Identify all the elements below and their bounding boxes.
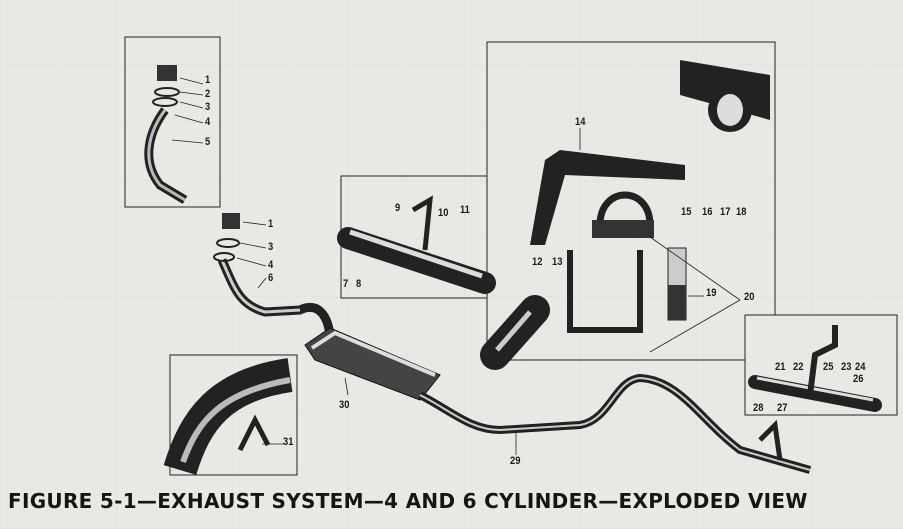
inset-pipe xyxy=(144,107,188,204)
callout-15: 15 xyxy=(681,206,692,218)
callout-18: 18 xyxy=(736,206,747,218)
callout-19: 19 xyxy=(706,287,717,299)
callout-1: 1 xyxy=(205,74,211,86)
muffler xyxy=(304,327,441,401)
callout-24: 24 xyxy=(855,361,866,373)
inset-bracket-frame xyxy=(486,41,776,361)
callout-4: 4 xyxy=(268,259,274,271)
front-pipe xyxy=(217,258,335,341)
callout-28: 28 xyxy=(753,402,764,414)
callout-6: 6 xyxy=(268,272,274,284)
callout-5: 5 xyxy=(205,136,211,148)
callout-8: 8 xyxy=(356,278,362,290)
hanger-pipe xyxy=(337,227,496,294)
callout-23: 23 xyxy=(841,361,852,373)
callout-26: 26 xyxy=(853,373,864,385)
bracket xyxy=(530,150,685,245)
callout-27: 27 xyxy=(777,402,788,414)
callout-29: 29 xyxy=(510,455,521,467)
figure-caption: FIGURE 5-1—EXHAUST SYSTEM—4 AND 6 CYLIND… xyxy=(8,489,808,513)
callout-3: 3 xyxy=(268,241,274,253)
callout-22: 22 xyxy=(793,361,804,373)
callout-25: 25 xyxy=(823,361,834,373)
callout-11: 11 xyxy=(460,204,470,216)
callout-3: 3 xyxy=(205,101,211,113)
callout-13: 13 xyxy=(552,256,563,268)
callout-12: 12 xyxy=(532,256,543,268)
tail-clamp-pipe xyxy=(748,375,882,412)
inset-clamp-frame xyxy=(169,354,298,476)
callout-16: 16 xyxy=(702,206,713,218)
callout-7: 7 xyxy=(343,278,349,290)
callout-21: 21 xyxy=(775,361,786,373)
callout-17: 17 xyxy=(720,206,731,218)
callout-4: 4 xyxy=(205,116,211,128)
callout-2: 2 xyxy=(205,88,211,100)
callout-14: 14 xyxy=(575,116,586,128)
u-clamp xyxy=(596,191,654,226)
clamp-inset-pipe xyxy=(163,358,293,476)
callout-10: 10 xyxy=(438,207,449,219)
inset-manifold-frame xyxy=(124,36,221,208)
callout-31: 31 xyxy=(283,436,294,448)
callout-9: 9 xyxy=(395,202,401,214)
callout-20: 20 xyxy=(744,291,755,303)
callout-1: 1 xyxy=(268,218,274,230)
callout-30: 30 xyxy=(339,399,350,411)
